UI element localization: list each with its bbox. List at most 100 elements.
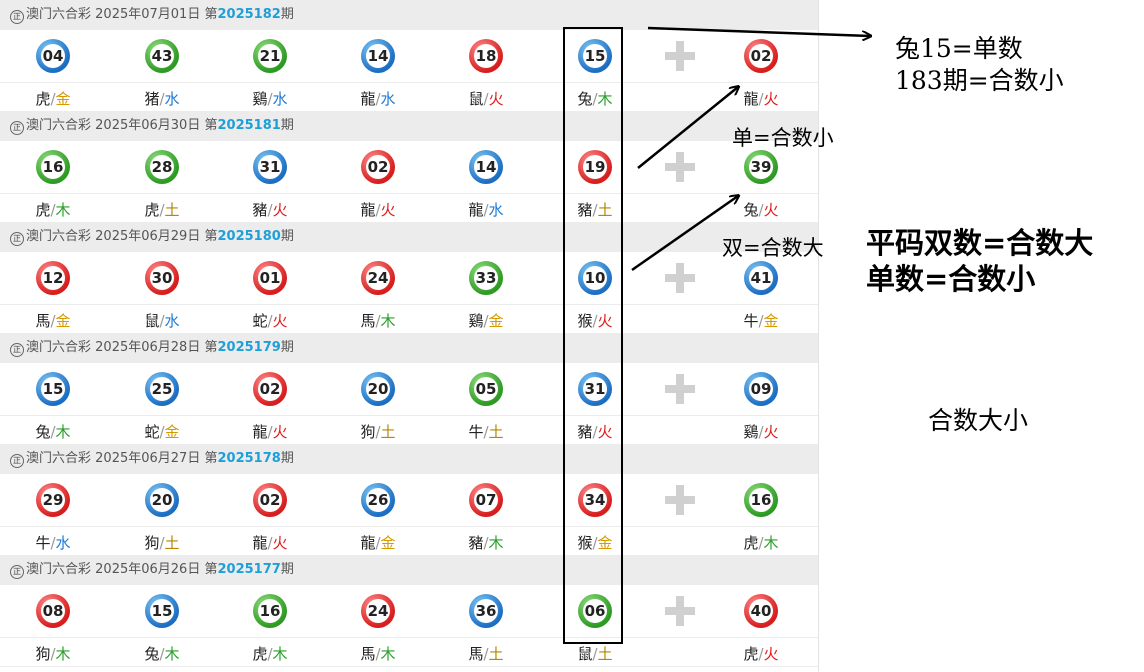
- logo-icon: 正: [10, 10, 24, 24]
- number-ball[interactable]: 15: [145, 594, 179, 628]
- zodiac-name: 牛: [35, 534, 51, 552]
- zodiac-element-label: 龍/火: [353, 199, 403, 220]
- element-name: 金: [55, 312, 71, 330]
- note-line: 平码双数=合数大: [866, 226, 1094, 260]
- ball-number: 09: [749, 377, 773, 401]
- number-ball[interactable]: 31: [578, 372, 612, 406]
- element-name: 木: [55, 201, 71, 219]
- zodiac-name: 龍: [743, 90, 759, 108]
- number-ball[interactable]: 10: [578, 261, 612, 295]
- separator: /: [758, 90, 764, 108]
- element-name: 木: [380, 645, 396, 663]
- number-ball[interactable]: 20: [145, 483, 179, 517]
- number-ball[interactable]: 21: [253, 39, 287, 73]
- number-ball[interactable]: 16: [253, 594, 287, 628]
- period-suffix-label: 期: [280, 340, 294, 355]
- zodiac-element-label: 鼠/土: [570, 643, 620, 664]
- number-ball[interactable]: 20: [361, 372, 395, 406]
- zodiac-name: 馬: [360, 645, 376, 663]
- number-ball[interactable]: 28: [145, 150, 179, 184]
- ball-number: 26: [366, 488, 390, 512]
- number-ball[interactable]: 04: [36, 39, 70, 73]
- zodiac-element-label: 虎/土: [137, 199, 187, 220]
- special-number-ball[interactable]: 40: [744, 594, 778, 628]
- separator: /: [375, 312, 381, 330]
- number-ball[interactable]: 24: [361, 594, 395, 628]
- element-name: 火: [272, 201, 288, 219]
- element-name: 水: [164, 90, 180, 108]
- separator: /: [592, 534, 598, 552]
- zodiac-element-label: 豬/木: [461, 532, 511, 553]
- zodiac-name: 馬: [468, 645, 484, 663]
- period-suffix-label: 期: [280, 229, 294, 244]
- number-ball[interactable]: 07: [469, 483, 503, 517]
- element-name: 土: [597, 645, 613, 663]
- special-number-ball[interactable]: 02: [744, 39, 778, 73]
- logo-icon: 正: [10, 232, 24, 246]
- number-ball[interactable]: 33: [469, 261, 503, 295]
- period-header: 正澳门六合彩 2025年06月30日 第2025181期: [0, 111, 818, 141]
- number-ball[interactable]: 12: [36, 261, 70, 295]
- zodiac-element-label: 鷄/金: [461, 310, 511, 331]
- number-ball[interactable]: 15: [578, 39, 612, 73]
- number-ball[interactable]: 05: [469, 372, 503, 406]
- number-ball[interactable]: 43: [145, 39, 179, 73]
- zodiac-element-label: 豬/火: [245, 199, 295, 220]
- zodiac-name: 豬: [577, 423, 593, 441]
- zodiac-element-label: 猪/水: [137, 88, 187, 109]
- number-ball[interactable]: 14: [469, 150, 503, 184]
- number-ball[interactable]: 29: [36, 483, 70, 517]
- separator: /: [50, 90, 56, 108]
- number-ball[interactable]: 18: [469, 39, 503, 73]
- ball-number: 31: [583, 377, 607, 401]
- number-ball[interactable]: 08: [36, 594, 70, 628]
- special-number-ball[interactable]: 39: [744, 150, 778, 184]
- number-ball[interactable]: 15: [36, 372, 70, 406]
- ball-number: 06: [583, 599, 607, 623]
- zodiac-name: 虎: [35, 90, 51, 108]
- element-name: 水: [380, 90, 396, 108]
- zodiac-element-label: 牛/金: [736, 310, 786, 331]
- element-name: 火: [488, 90, 504, 108]
- ball-number: 15: [150, 599, 174, 623]
- zodiac-name: 兔: [35, 423, 51, 441]
- zodiac-name: 龍: [252, 423, 268, 441]
- zodiac-element-label: 狗/土: [137, 532, 187, 553]
- number-ball[interactable]: 06: [578, 594, 612, 628]
- number-ball[interactable]: 02: [361, 150, 395, 184]
- number-ball[interactable]: 36: [469, 594, 503, 628]
- number-ball[interactable]: 19: [578, 150, 612, 184]
- number-ball[interactable]: 25: [145, 372, 179, 406]
- element-name: 木: [55, 645, 71, 663]
- ball-row: 08 15 16 24 36 06 40: [0, 585, 818, 638]
- zodiac-element-label: 馬/木: [353, 643, 403, 664]
- period-prefix-label: 第: [204, 562, 218, 577]
- zodiac-name: 龍: [360, 90, 376, 108]
- zodiac-element-label: 兔/木: [570, 88, 620, 109]
- period-number: 2025177: [217, 562, 281, 577]
- special-number-ball[interactable]: 41: [744, 261, 778, 295]
- ball-number: 21: [258, 44, 282, 68]
- number-ball[interactable]: 02: [253, 372, 287, 406]
- number-ball[interactable]: 02: [253, 483, 287, 517]
- ball-row: 15 25 02 20 05 31 09: [0, 363, 818, 416]
- element-name: 火: [763, 90, 779, 108]
- ball-number: 31: [258, 155, 282, 179]
- number-ball[interactable]: 24: [361, 261, 395, 295]
- period-suffix-label: 期: [280, 7, 294, 22]
- number-ball[interactable]: 34: [578, 483, 612, 517]
- number-ball[interactable]: 30: [145, 261, 179, 295]
- number-ball[interactable]: 16: [36, 150, 70, 184]
- number-ball[interactable]: 26: [361, 483, 395, 517]
- special-number-ball[interactable]: 16: [744, 483, 778, 517]
- number-ball[interactable]: 14: [361, 39, 395, 73]
- period-suffix-label: 期: [280, 451, 294, 466]
- period-number: 2025178: [217, 451, 281, 466]
- number-ball[interactable]: 31: [253, 150, 287, 184]
- special-number-ball[interactable]: 09: [744, 372, 778, 406]
- zodiac-element-label: 狗/木: [28, 643, 78, 664]
- period-date: 2025年06月27日: [95, 451, 201, 466]
- separator: /: [758, 645, 764, 663]
- number-ball[interactable]: 01: [253, 261, 287, 295]
- element-name: 火: [763, 423, 779, 441]
